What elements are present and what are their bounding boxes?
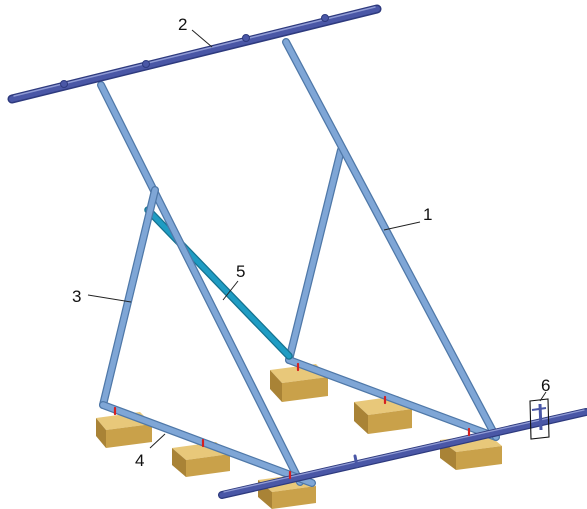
ballast-block xyxy=(440,434,502,470)
front-leg xyxy=(99,186,159,409)
front-frame xyxy=(97,81,316,487)
top-rail xyxy=(7,4,382,104)
callout-6: 6 xyxy=(539,376,550,402)
callout-3: 3 xyxy=(72,287,132,306)
cross-brace xyxy=(144,206,293,360)
callout-label: 1 xyxy=(423,205,432,224)
callout-4: 4 xyxy=(135,433,166,470)
callout-2: 2 xyxy=(178,15,213,48)
callout-5: 5 xyxy=(222,262,245,301)
callout-1: 1 xyxy=(383,205,432,231)
callout-label: 3 xyxy=(72,287,81,306)
callout-label: 4 xyxy=(135,451,144,470)
base-beam xyxy=(99,401,316,487)
rear-frame xyxy=(285,146,500,441)
callouts: 1 2 3 4 5 6 xyxy=(72,15,550,470)
callout-label: 5 xyxy=(236,262,245,281)
red-markers xyxy=(113,362,471,480)
ballast-blocks xyxy=(96,364,502,509)
bottom-rail xyxy=(218,408,587,499)
callout-label: 6 xyxy=(541,376,550,395)
callout-label: 2 xyxy=(178,15,187,34)
rail-clamp xyxy=(529,398,550,440)
diagonal-strut xyxy=(282,38,500,441)
